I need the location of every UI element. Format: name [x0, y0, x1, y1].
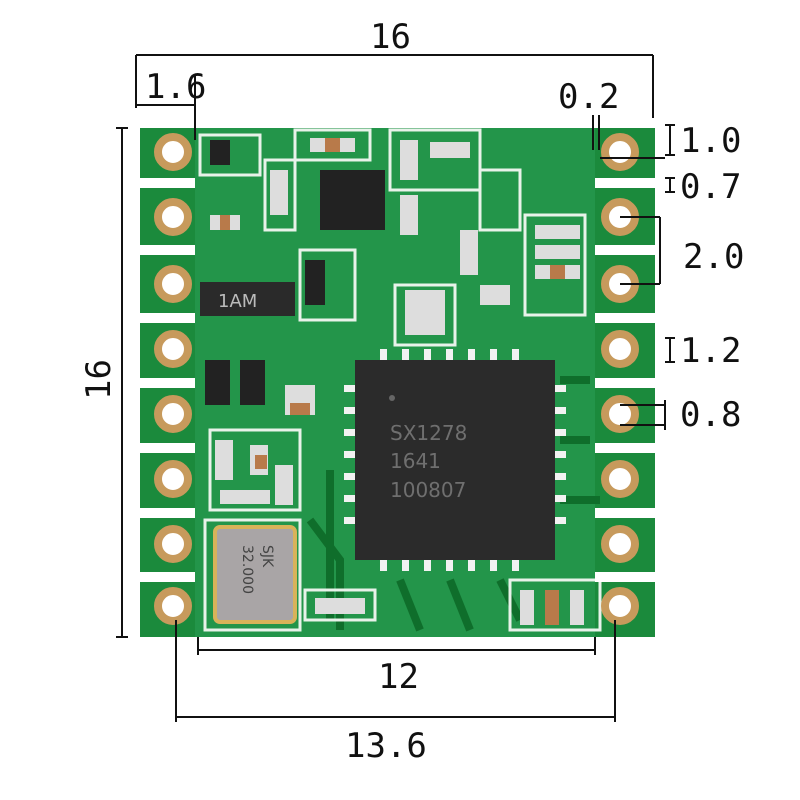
- dim-pad-length: 1.2: [680, 331, 741, 371]
- svg-text:1AM: 1AM: [218, 291, 257, 312]
- sx1278-chip: SX1278 1641 100807: [344, 349, 566, 571]
- svg-text:SJK: SJK: [259, 545, 275, 568]
- dim-height-left: 16: [79, 359, 119, 400]
- dimension-lines: [116, 54, 675, 722]
- chip-line2: 1641: [390, 449, 441, 473]
- traces: [306, 376, 600, 632]
- chip-line3: 100807: [390, 478, 466, 502]
- svg-text:32.000: 32.000: [239, 545, 255, 594]
- passive-components: [205, 138, 584, 625]
- dim-edge-offset: 1.6: [145, 67, 206, 107]
- silkscreen: [198, 128, 602, 632]
- dim-pad-height: 1.0: [680, 121, 741, 161]
- pads: [140, 133, 655, 625]
- dim-pad-gap: 0.2: [558, 77, 619, 117]
- dim-inner-width: 12: [378, 657, 419, 697]
- dim-pad-center-width: 13.6: [345, 726, 427, 766]
- dim-pitch: 2.0: [683, 237, 744, 277]
- chip-line1: SX1278: [390, 421, 467, 445]
- sot-component: 1AM: [200, 282, 295, 316]
- ic-small: [320, 170, 385, 230]
- dim-pad-spacing-gap: 0.7: [680, 167, 741, 207]
- dim-width-top: 16: [370, 17, 411, 57]
- crystal: SJK 32.000: [213, 525, 297, 624]
- dim-pad-width: 0.8: [680, 395, 741, 435]
